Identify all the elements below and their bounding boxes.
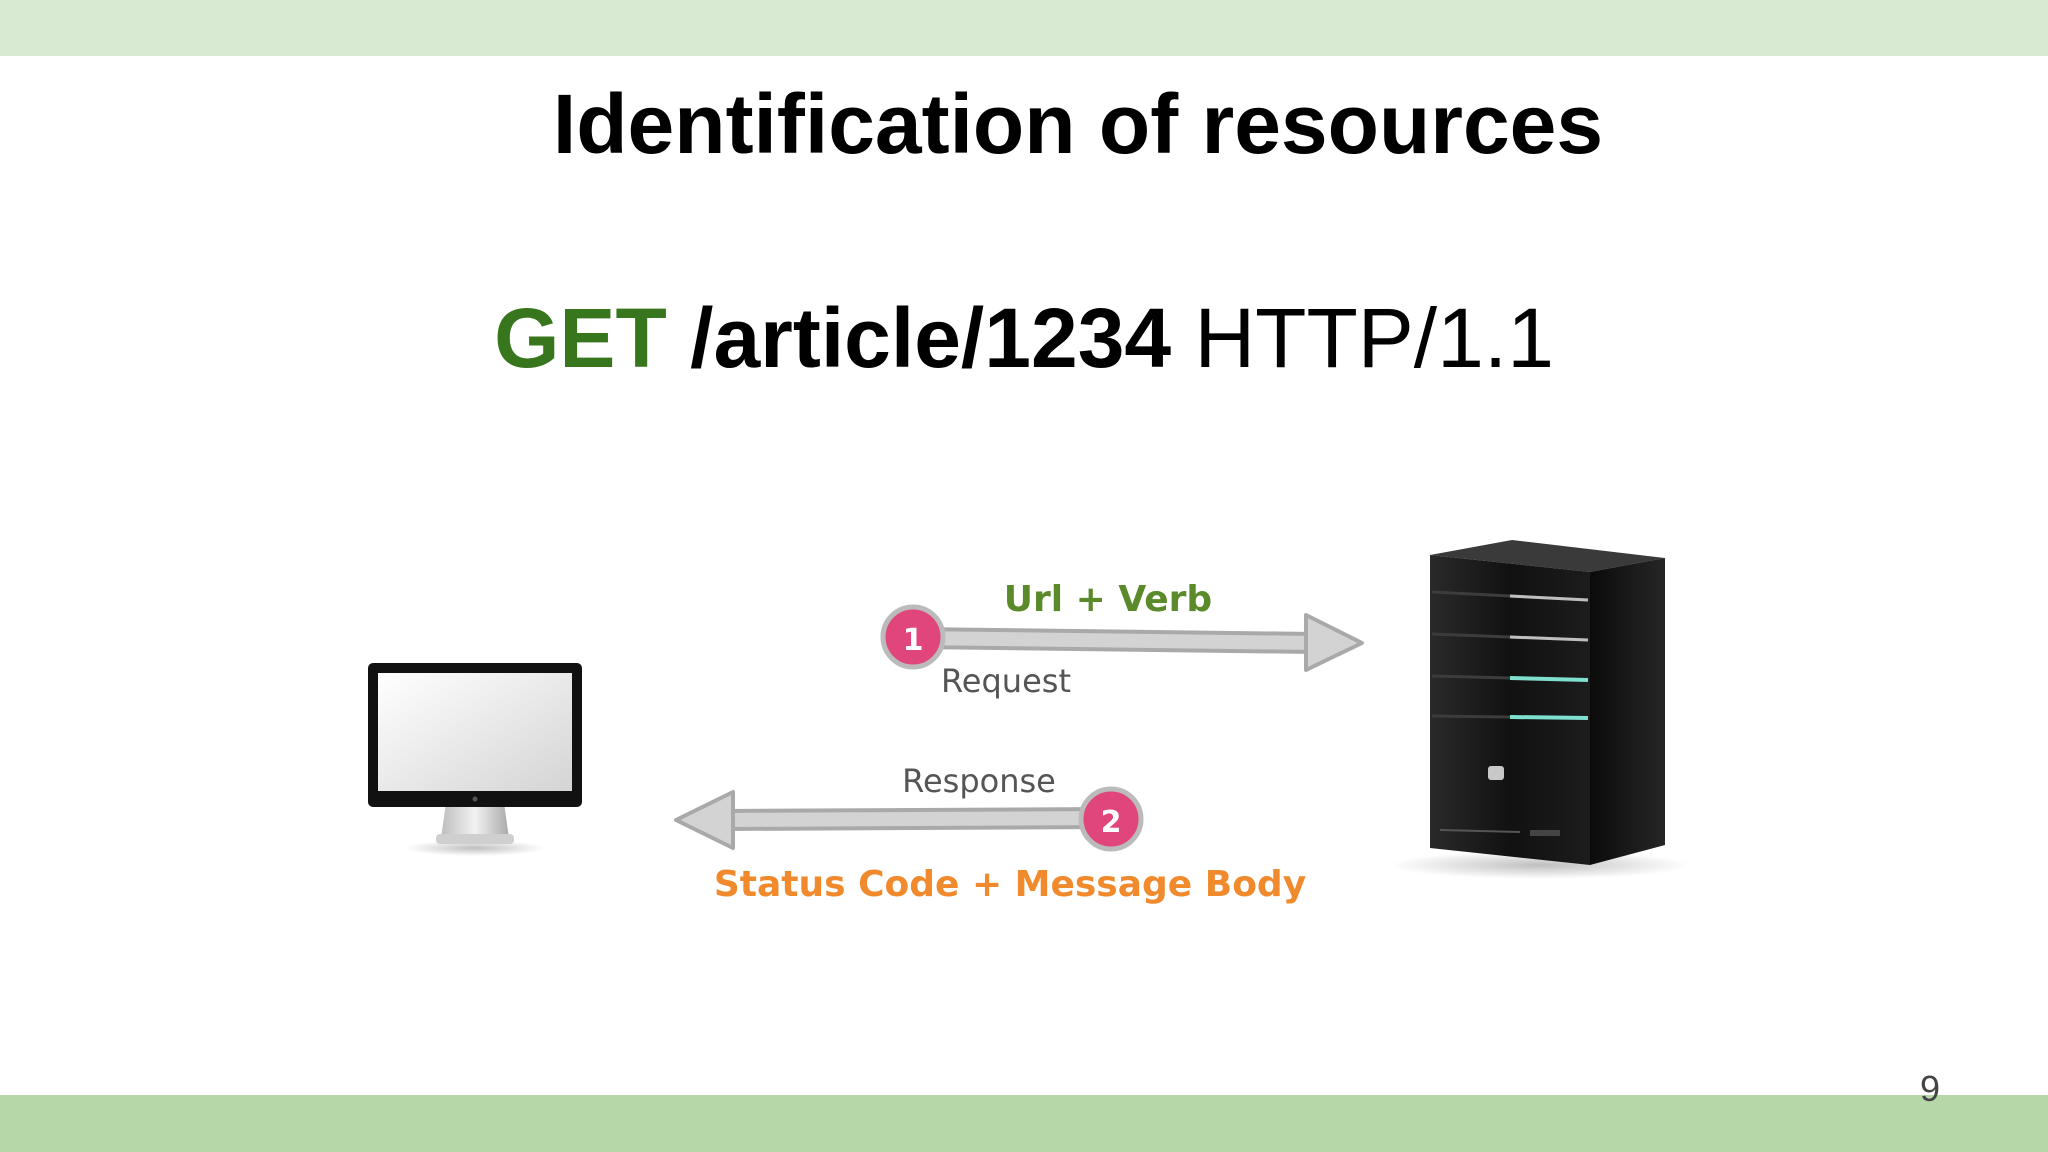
request-step-number: 1 bbox=[903, 623, 924, 658]
response-label: Response bbox=[902, 762, 1056, 800]
client-computer-icon bbox=[368, 663, 582, 856]
request-step-badge: 1 bbox=[883, 607, 943, 667]
server-tower-icon bbox=[1390, 540, 1690, 879]
request-label: Request bbox=[941, 662, 1071, 700]
status-code-message-body-label: Status Code + Message Body bbox=[714, 864, 1306, 905]
footer-band bbox=[0, 1095, 2048, 1152]
request-url-verb-label: Url + Verb bbox=[1004, 579, 1212, 620]
response-step-number: 2 bbox=[1101, 805, 1122, 840]
page-number: 9 bbox=[1910, 1068, 1950, 1110]
response-step-badge: 2 bbox=[1081, 789, 1141, 849]
response-arrow bbox=[676, 792, 1110, 848]
